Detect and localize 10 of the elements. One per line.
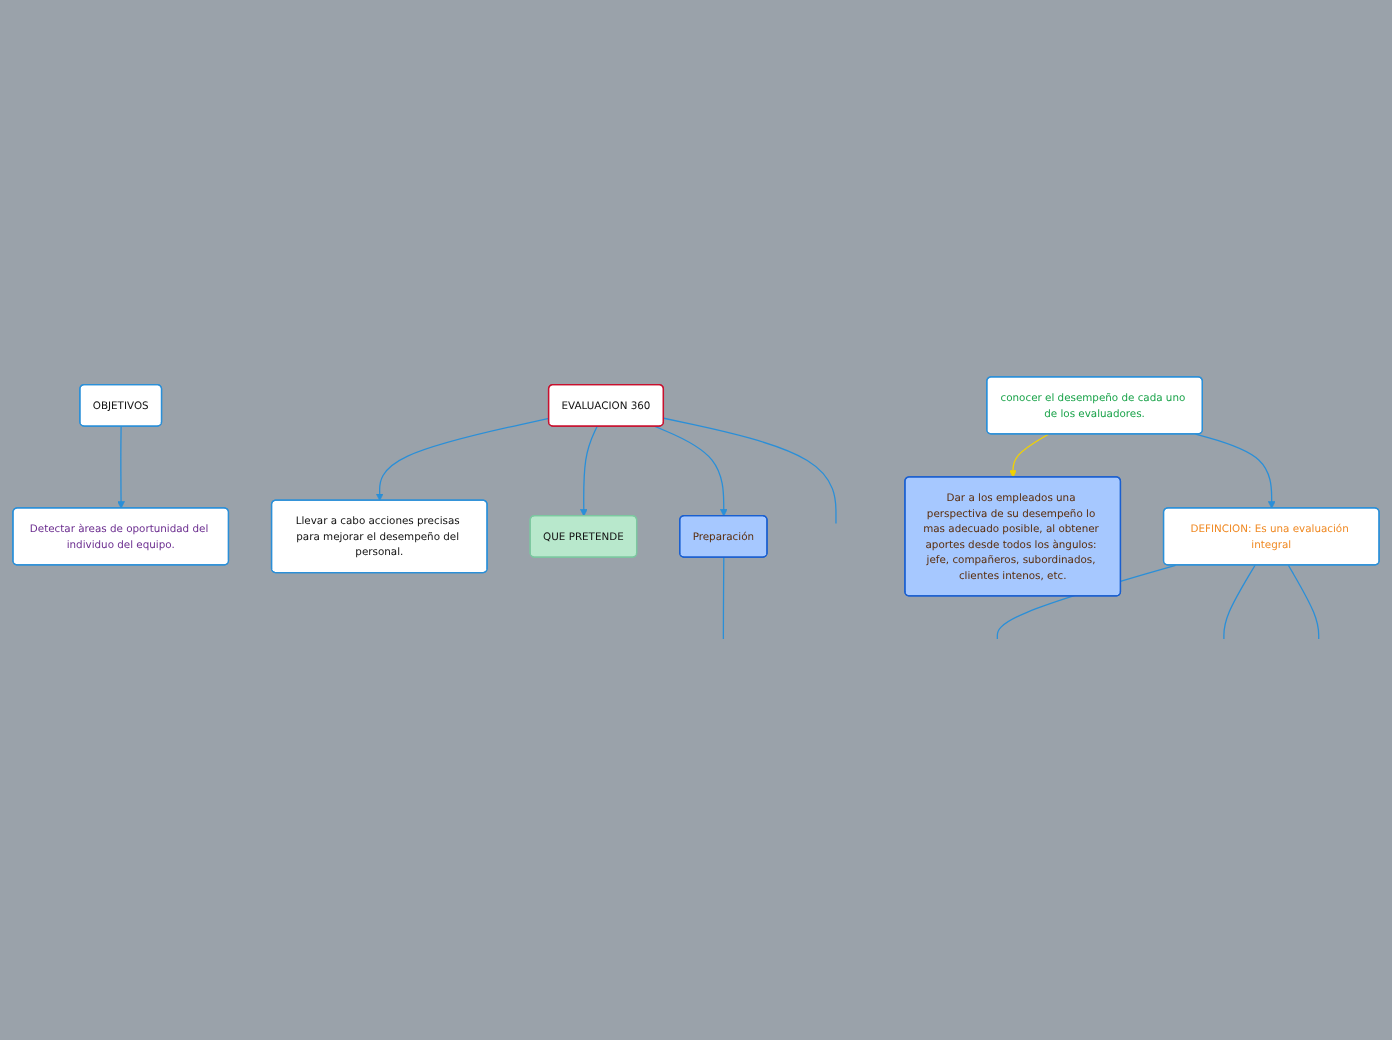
arrow bbox=[1194, 432, 1276, 508]
arrow bbox=[117, 424, 125, 508]
connector bbox=[1287, 563, 1320, 639]
arrow bbox=[580, 424, 598, 516]
connector bbox=[722, 555, 725, 639]
connector bbox=[1223, 563, 1256, 639]
arrow bbox=[654, 424, 728, 516]
arrow bbox=[1009, 432, 1050, 477]
arrow bbox=[375, 416, 550, 501]
connector bbox=[663, 416, 837, 524]
